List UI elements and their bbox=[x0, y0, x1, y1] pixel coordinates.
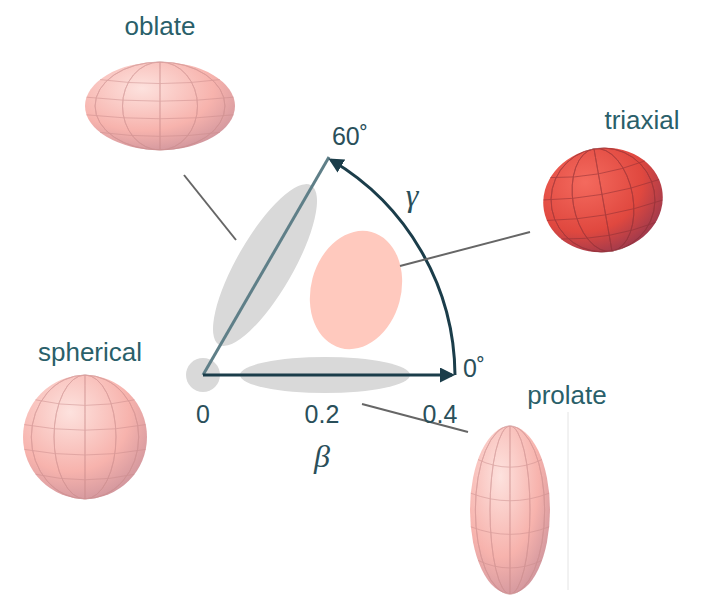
grid-lines bbox=[24, 375, 145, 499]
leader-line bbox=[400, 232, 530, 266]
gamma-arc bbox=[331, 160, 455, 375]
tick-label: 0.2 bbox=[305, 402, 340, 427]
grid-lines bbox=[471, 426, 549, 594]
oblate-axis bbox=[203, 157, 329, 375]
shape-label: prolate bbox=[527, 382, 607, 408]
oblate-ellipsoid bbox=[85, 62, 235, 150]
shape-label: triaxial bbox=[604, 107, 679, 133]
tick-label: 0 bbox=[196, 402, 210, 427]
angle-label: 60˚ bbox=[332, 124, 368, 149]
leader-line bbox=[184, 175, 236, 240]
shape-label: oblate bbox=[125, 13, 196, 39]
axis-symbol: γ bbox=[406, 179, 419, 211]
triaxial-ellipsoid bbox=[535, 138, 671, 261]
divider-line bbox=[568, 412, 569, 590]
triaxial-region bbox=[297, 220, 415, 359]
angle-label: 0˚ bbox=[463, 356, 485, 381]
shape-label: spherical bbox=[38, 339, 142, 365]
spherical-ellipsoid bbox=[23, 375, 147, 499]
grid-lines bbox=[87, 62, 234, 150]
grid-lines bbox=[536, 139, 670, 262]
beta-axis bbox=[203, 374, 452, 377]
tick-label: 0.4 bbox=[423, 402, 458, 427]
prolate-ellipsoid bbox=[470, 426, 550, 594]
axis-symbol: β bbox=[314, 440, 330, 472]
